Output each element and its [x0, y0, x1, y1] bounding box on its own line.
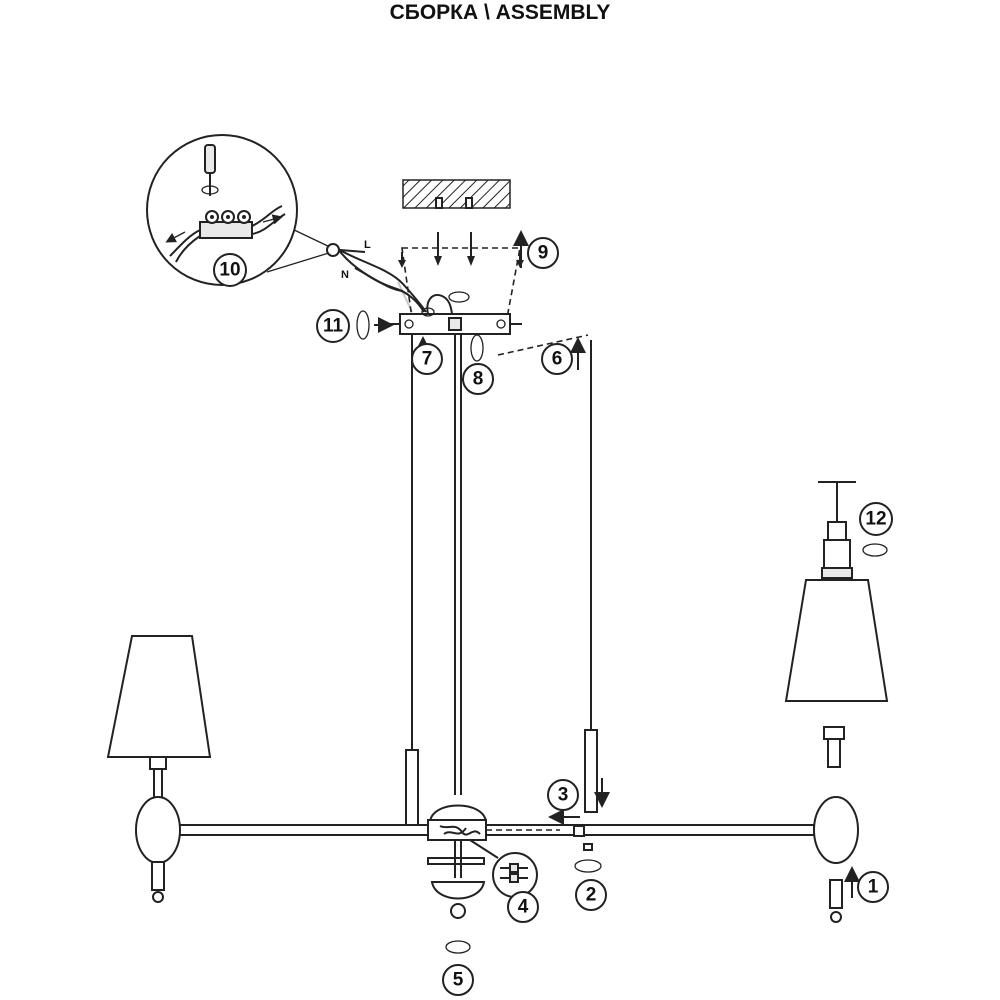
page-title: СБОРКА \ ASSEMBLY: [389, 1, 611, 24]
connector: [573, 825, 585, 837]
lamp-right: [813, 726, 860, 923]
step-11: 11: [316, 309, 350, 343]
rotate-icon-8: [470, 334, 484, 362]
suspension-cables: [411, 334, 592, 795]
terminal-block-icon: [169, 205, 286, 263]
svg-text:7: 7: [422, 349, 433, 370]
step-9: 9: [527, 237, 559, 269]
supply-wires: [337, 248, 427, 313]
rotate-icon-11: [356, 310, 394, 340]
svg-text:3: 3: [558, 785, 569, 806]
svg-text:5: 5: [453, 970, 464, 991]
central-hub: [427, 804, 488, 919]
svg-text:4: 4: [518, 897, 529, 918]
svg-text:10: 10: [219, 260, 240, 281]
rotate-icon-2: [574, 859, 602, 873]
screw-icon: [398, 232, 524, 268]
ceiling: [402, 179, 511, 209]
step-7: 7: [411, 343, 443, 375]
svg-text:1: 1: [868, 877, 879, 898]
terminal-detail: [146, 134, 340, 286]
step-2: 2: [575, 879, 607, 911]
step-8: 8: [462, 363, 494, 395]
step-6: 6: [541, 343, 573, 375]
step-5: 5: [442, 964, 474, 996]
step-4: 4: [507, 891, 539, 923]
step-3: 3: [547, 779, 579, 811]
svg-text:11: 11: [323, 316, 344, 337]
lamp-exploded: [784, 481, 889, 702]
step-12: 12: [859, 502, 893, 536]
cable-grip-left: [405, 749, 419, 831]
svg-text:2: 2: [586, 885, 597, 906]
mounting-plate: [387, 294, 522, 335]
svg-text:9: 9: [538, 243, 549, 264]
rotate-icon-top: [448, 291, 470, 303]
rotate-icon-5: [445, 940, 471, 954]
svg-text:6: 6: [552, 349, 563, 370]
lamp-left: [106, 635, 212, 903]
step-markers: 1 2 3 4 5 6 7 8 9 10 11 12: [213, 237, 893, 996]
step-1: 1: [857, 871, 889, 903]
cable-grip-right: [584, 729, 598, 813]
ceiling-canopy: [398, 232, 524, 319]
nut: [583, 843, 593, 851]
wire-label-live: L: [364, 239, 371, 251]
step-10: 10: [213, 253, 247, 287]
svg-text:8: 8: [473, 369, 484, 390]
rotate-icon: [201, 185, 219, 195]
guide-line: [497, 334, 589, 356]
wire-label-neutral: N: [341, 269, 349, 281]
screwdriver-icon: [204, 144, 216, 196]
svg-text:12: 12: [865, 509, 886, 530]
